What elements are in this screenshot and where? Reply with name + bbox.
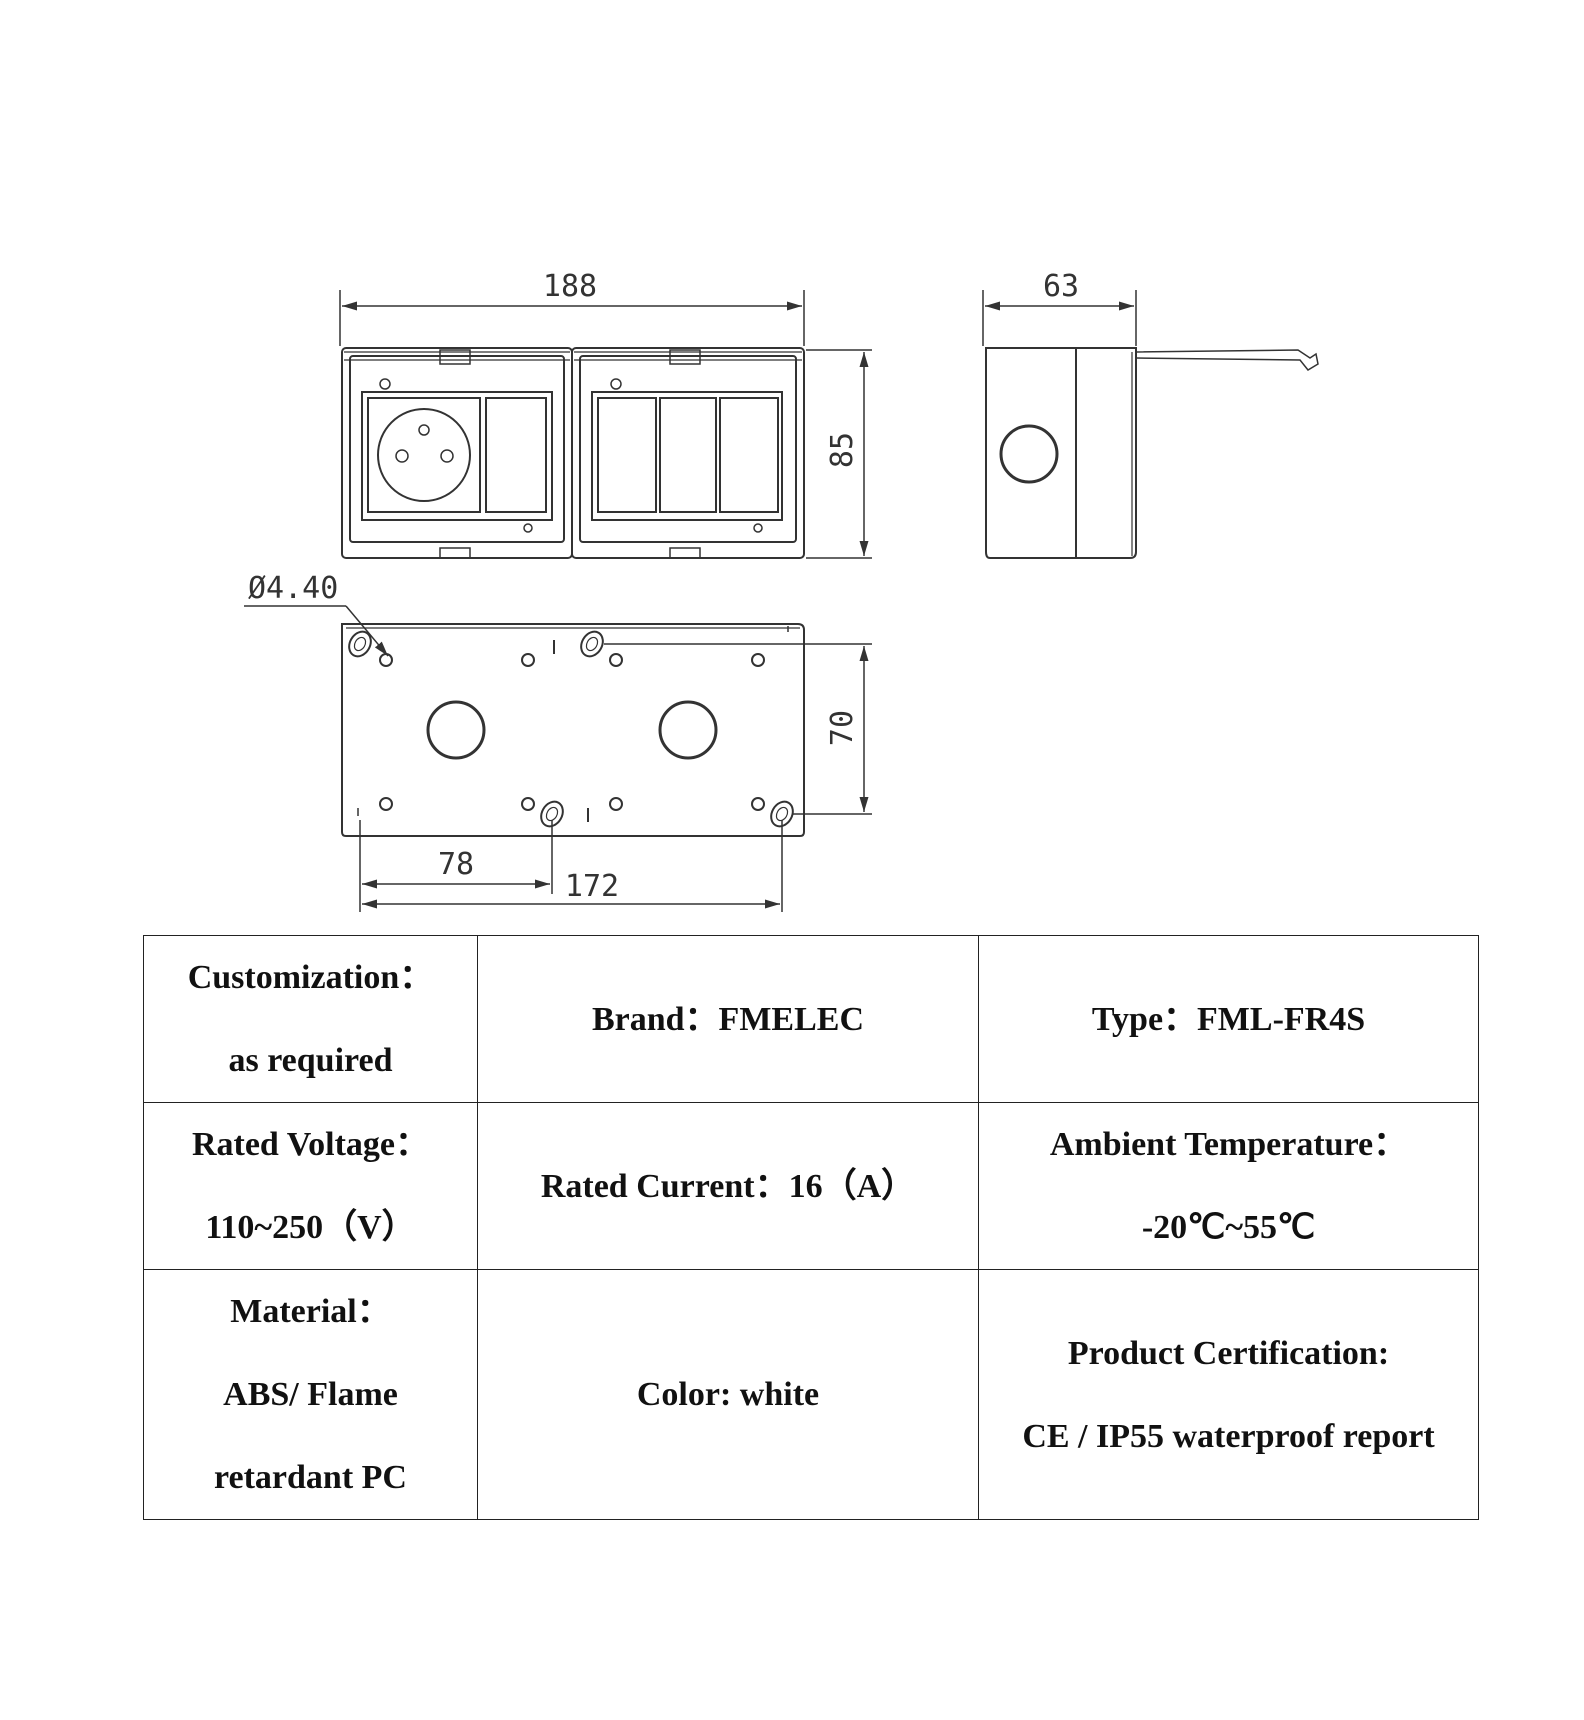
dim-side-depth	[982, 290, 1137, 346]
dim-label-188: 188	[543, 269, 597, 304]
cable-entry-left	[426, 700, 486, 760]
spec-cell-color: Color: white	[477, 1269, 979, 1520]
dim-label-172: 172	[565, 869, 619, 904]
spec-cell-customization: Customization： as required	[143, 935, 478, 1103]
dim-label-85: 85	[825, 432, 860, 468]
dim-base-width	[359, 820, 783, 912]
dim-label-70: 70	[825, 710, 860, 746]
spec-cell-rated-current: Rated Current：16（A）	[477, 1102, 979, 1270]
spec-row: Customization： as required Brand：FMELEC …	[143, 935, 1479, 1103]
switch-rocker-1	[597, 397, 657, 513]
cable-entry-right	[658, 700, 718, 760]
spec-cell-rated-voltage: Rated Voltage： 110~250（V）	[143, 1102, 478, 1270]
switch-rocker-2	[659, 397, 717, 513]
spec-cell-ambient-temperature: Ambient Temperature： -20℃~55℃	[978, 1102, 1479, 1270]
spec-row: Rated Voltage： 110~250（V） Rated Current：…	[143, 1102, 1479, 1270]
spec-cell-brand: Brand：FMELEC	[477, 935, 979, 1103]
dim-label-diameter: Ø4.40	[248, 571, 338, 606]
spec-cell-certification: Product Certification: CE / IP55 waterpr…	[978, 1269, 1479, 1520]
dim-front-height	[806, 349, 872, 559]
dim-label-63: 63	[1043, 269, 1079, 304]
technical-drawing: 188 85 63	[244, 269, 1319, 912]
spec-table: Customization： as required Brand：FMELEC …	[143, 935, 1479, 1520]
front-view	[341, 347, 805, 559]
dim-base-height	[604, 643, 872, 815]
dim-label-78: 78	[438, 847, 474, 882]
dim-hole-diameter	[244, 605, 389, 657]
switch-rocker-3	[719, 397, 779, 513]
dim-front-width	[339, 290, 805, 346]
spec-cell-type: Type：FML-FR4S	[978, 935, 1479, 1103]
cable-entry-side	[999, 424, 1059, 484]
base-view	[341, 623, 805, 837]
side-view	[985, 347, 1319, 559]
spec-cell-material: Material： ABS/ Flame retardant PC	[143, 1269, 478, 1520]
socket-face	[377, 408, 471, 502]
spec-row: Material： ABS/ Flame retardant PC Color:…	[143, 1269, 1479, 1520]
